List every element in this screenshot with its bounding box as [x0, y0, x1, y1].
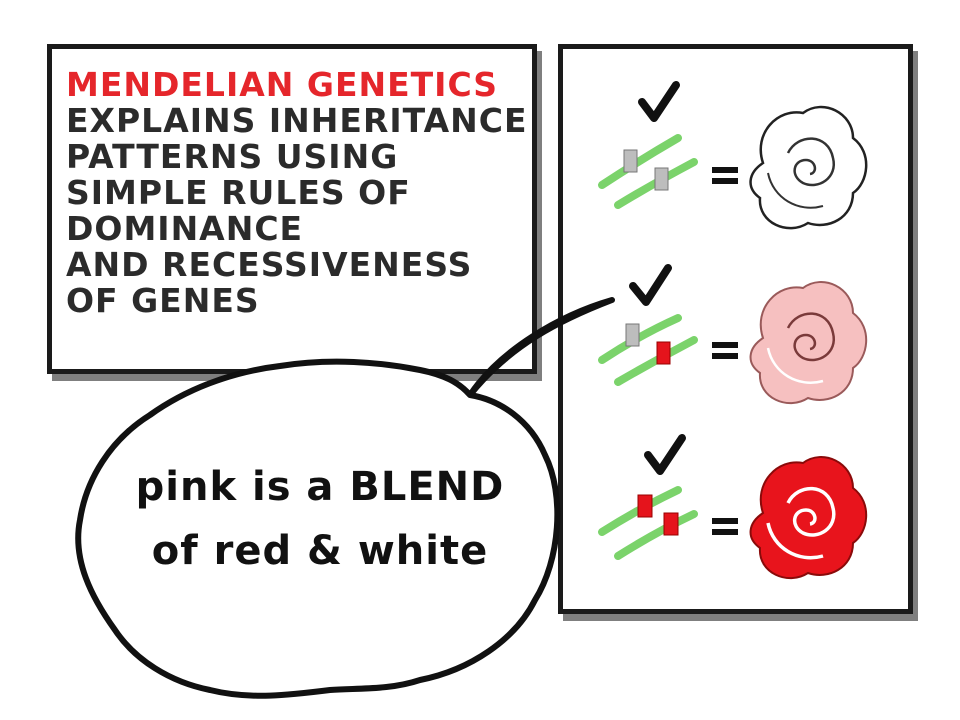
- caption-line-4: SIMPLE RULES OF: [66, 173, 411, 212]
- check-icon: [629, 264, 672, 306]
- caption-line-7: OF GENES: [66, 281, 260, 320]
- row-white-white: [598, 81, 868, 230]
- chromosome-pair-icon: [598, 314, 698, 386]
- speech-bubble: [75, 297, 615, 699]
- red-rose-icon: [749, 456, 868, 580]
- bubble-line-1: pink is a BLEND: [135, 464, 505, 510]
- check-icon: [638, 81, 680, 122]
- chromosome-pair-icon: [598, 486, 698, 560]
- caption-line-6: AND RECESSIVENESS: [66, 245, 473, 284]
- red-allele: [656, 341, 671, 365]
- caption-line-5: DOMINANCE: [66, 209, 304, 248]
- check-icon: [644, 434, 686, 475]
- white-allele: [654, 167, 669, 191]
- caption-line-2: EXPLAINS INHERITANCE: [66, 101, 528, 140]
- caption-panel: MENDELIAN GENETICS EXPLAINS INHERITANCE …: [47, 44, 537, 374]
- red-allele: [637, 494, 653, 518]
- pink-rose-icon: [749, 281, 868, 405]
- white-rose-icon: [749, 105, 868, 230]
- caption-line-3: PATTERNS USING: [66, 137, 399, 176]
- equals-icon: [712, 342, 738, 359]
- white-allele: [623, 149, 638, 173]
- chromosome-pair-icon: [598, 134, 698, 209]
- equals-icon: [712, 518, 738, 535]
- row-white-red: [598, 264, 868, 405]
- bubble-line-2: of red & white: [151, 528, 489, 574]
- speech-bubble-text: pink is a BLEND of red & white: [100, 455, 540, 583]
- red-allele: [663, 512, 679, 536]
- white-allele: [625, 323, 640, 347]
- caption-text: MENDELIAN GENETICS EXPLAINS INHERITANCE …: [66, 67, 528, 319]
- caption-line-1: MENDELIAN GENETICS: [66, 65, 499, 104]
- equals-icon: [712, 167, 738, 184]
- row-red-red: [598, 434, 868, 580]
